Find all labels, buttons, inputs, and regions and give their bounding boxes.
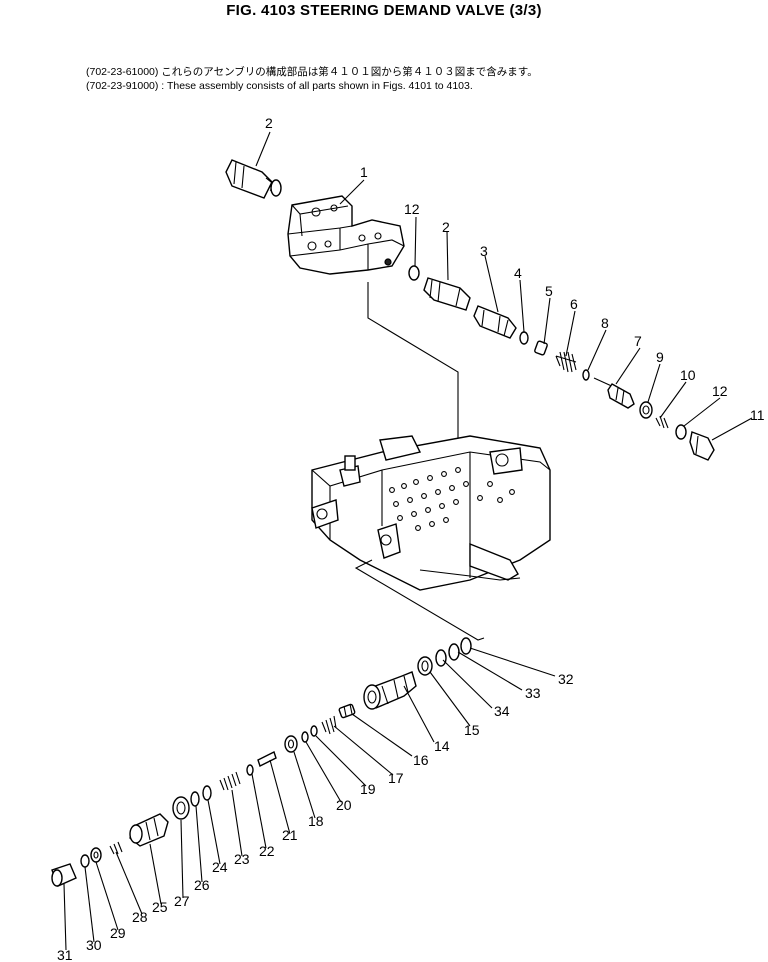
callout-12: 12 xyxy=(712,383,728,399)
figure-title: FIG. 4103 STEERING DEMAND VALVE (3/3) xyxy=(226,2,542,19)
part-15-nut xyxy=(417,656,433,676)
callout-21: 21 xyxy=(282,827,298,843)
callout-17: 17 xyxy=(388,770,404,786)
callout-34: 34 xyxy=(494,703,510,719)
callout-32: 32 xyxy=(558,671,574,687)
part-2-plug xyxy=(423,277,471,311)
part-32-o-ring xyxy=(460,637,472,655)
callout-6: 6 xyxy=(570,296,578,312)
callout-15: 15 xyxy=(464,722,480,738)
callout-11: 11 xyxy=(750,407,765,423)
part-18-seat xyxy=(284,735,298,753)
part-31-cap xyxy=(51,863,77,887)
callout-1: 1 xyxy=(360,164,368,180)
part-11-plug xyxy=(689,431,715,461)
callout-28: 28 xyxy=(132,909,148,925)
callout-9: 9 xyxy=(656,349,664,365)
part-9-nut xyxy=(639,401,653,419)
part-29-locknut xyxy=(90,847,102,863)
part-22-o-ring xyxy=(246,764,254,776)
callout-5: 5 xyxy=(545,283,553,299)
part-5-seat xyxy=(534,340,548,356)
callout-22: 22 xyxy=(259,843,275,859)
part-21-poppet xyxy=(257,751,277,767)
callout-26: 26 xyxy=(194,877,210,893)
callout-31: 31 xyxy=(57,947,73,962)
part-34-o-ring xyxy=(435,649,447,667)
part-16-sleeve xyxy=(338,703,356,719)
part-6-spring xyxy=(555,351,577,373)
callout-8: 8 xyxy=(601,315,609,331)
callout-16: 16 xyxy=(413,752,429,768)
part-24-o-ring xyxy=(202,785,212,801)
callout-10: 10 xyxy=(680,367,696,383)
part-12-o-ring xyxy=(675,424,687,440)
callout-leaders xyxy=(63,131,753,951)
callout-18: 18 xyxy=(308,813,324,829)
part-2-plug-top xyxy=(225,159,282,199)
callout-14: 14 xyxy=(434,738,450,754)
callout-19: 19 xyxy=(360,781,376,797)
part-4-o-ring xyxy=(519,331,529,345)
callout-25: 25 xyxy=(152,899,168,915)
callout-13: 12 xyxy=(404,201,420,217)
part-13-o-ring xyxy=(408,265,420,281)
part-17-spring xyxy=(321,715,337,735)
callout-24: 24 xyxy=(212,859,228,875)
callout-33: 33 xyxy=(525,685,541,701)
part-10-spring xyxy=(655,415,669,429)
part-8-o-ring xyxy=(582,369,590,381)
callout-23: 23 xyxy=(234,851,250,867)
part-25-adjust-screw xyxy=(129,813,169,847)
assembly-note-english: (702-23-91000) : These assembly consists… xyxy=(86,80,473,92)
callout-labels: 2 1 12 2 3 4 5 6 8 7 9 10 12 11 32 33 34… xyxy=(57,115,765,962)
part-1-valve-body xyxy=(287,195,405,275)
part-33-backup-ring xyxy=(448,643,460,661)
part-19-o-ring xyxy=(310,725,318,737)
part-28-spring xyxy=(109,841,123,855)
callout-7: 7 xyxy=(634,333,642,349)
part-27-nut xyxy=(172,796,190,820)
part-30-o-ring xyxy=(80,854,90,868)
part-7-poppet xyxy=(593,377,635,409)
callout-3: 3 xyxy=(480,243,488,259)
main-valve-block xyxy=(311,435,551,591)
callout-27: 27 xyxy=(174,893,190,909)
callout-4: 4 xyxy=(514,265,522,281)
part-3-spool xyxy=(473,305,517,339)
leader-line-lower xyxy=(354,559,485,641)
part-20-backup-ring xyxy=(301,731,309,743)
part-14-relief-valve xyxy=(363,671,417,710)
part-23-spring xyxy=(219,771,241,791)
assembly-note-japanese: (702-23-61000) これらのアセンブリの構成部品は第４１０１図から第４… xyxy=(86,66,538,78)
callout-29: 29 xyxy=(110,925,126,941)
part-26-o-ring xyxy=(190,791,200,807)
callout-2-top: 2 xyxy=(265,115,273,131)
leader-line-upper xyxy=(367,282,459,500)
callout-20: 20 xyxy=(336,797,352,813)
callout-30: 30 xyxy=(86,937,102,953)
callout-2: 2 xyxy=(442,219,450,235)
